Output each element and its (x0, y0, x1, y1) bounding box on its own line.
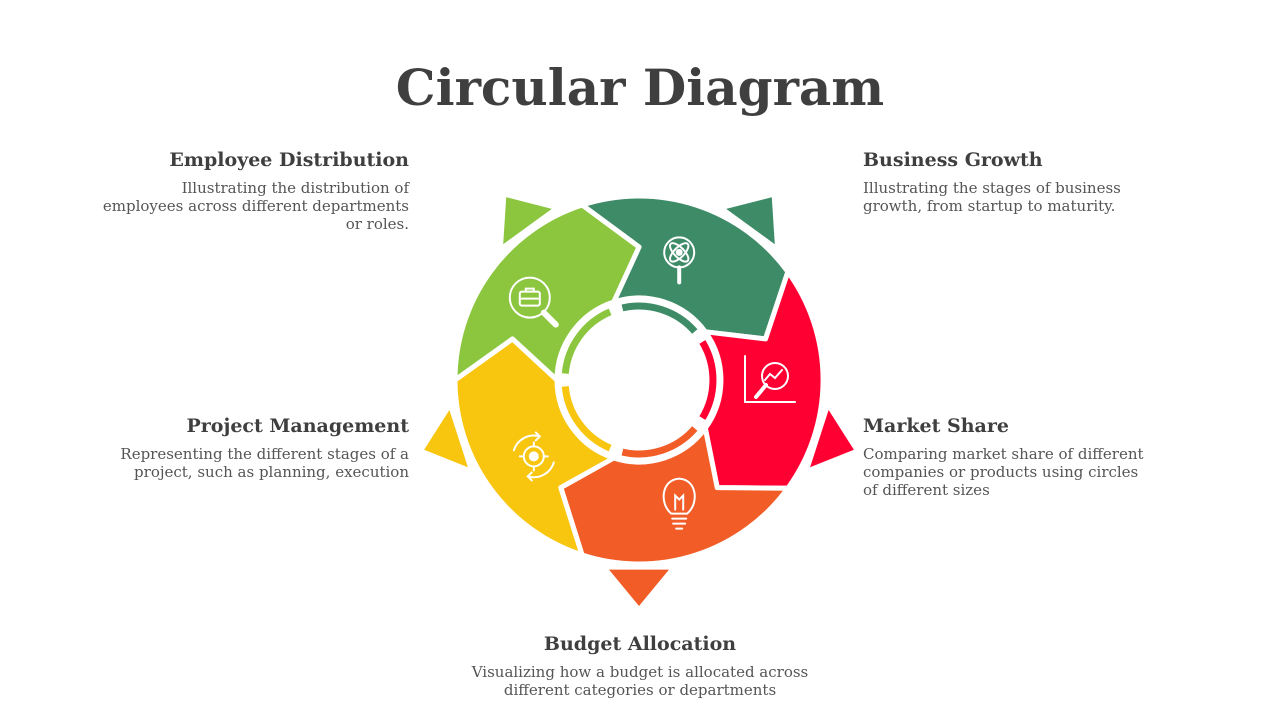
market-inner-arc (621, 426, 698, 458)
project-segment (452, 202, 642, 383)
employee-arrow (726, 197, 775, 245)
market-share-heading: Market Share (863, 415, 1009, 437)
market-arrow (609, 569, 669, 606)
gear-cycle-icon (512, 431, 555, 482)
icons-layer (508, 236, 796, 530)
project-management-block: Project Management Representing the diff… (120, 415, 409, 481)
budget-allocation-text: Visualizing how a budget is allocated ac… (471, 663, 809, 699)
budget-arrow (424, 410, 468, 468)
budget-inner-arc (561, 386, 612, 452)
budget-allocation-block: Budget Allocation Visualizing how a budg… (470, 633, 810, 699)
chart-magnifier-icon (744, 355, 796, 403)
market-share-block: Market Share Comparing market share of d… (863, 415, 1153, 499)
employee-distribution-text: Illustrating the distribution of employe… (102, 179, 409, 233)
page-title: Circular Diagram (395, 58, 885, 117)
project-management-heading: Project Management (186, 415, 409, 437)
atom-magnifier-icon (663, 236, 696, 285)
business-growth-text: Illustrating the stages of business grow… (863, 179, 1121, 215)
employee-segment (579, 193, 791, 342)
business-inner-arc (699, 340, 717, 420)
employee-distribution-heading: Employee Distribution (169, 149, 409, 171)
project-inner-arc (561, 308, 612, 374)
briefcase-magnifier-icon (508, 276, 559, 328)
budget-allocation-heading: Budget Allocation (543, 633, 737, 655)
project-management-text: Representing the different stages of a p… (120, 445, 409, 481)
business-growth-heading: Business Growth (863, 149, 1043, 171)
project-arrow (503, 197, 552, 245)
employee-inner-arc (621, 302, 698, 334)
business-growth-block: Business Growth Illustrating the stages … (863, 149, 1163, 215)
inner-ring-layer (561, 302, 717, 458)
segments-layer (424, 193, 854, 606)
employee-distribution-block: Employee Distribution Illustrating the d… (100, 149, 409, 233)
lightbulb-icon (662, 477, 696, 530)
business-arrow (810, 410, 854, 468)
market-share-text: Comparing market share of different comp… (863, 445, 1144, 499)
